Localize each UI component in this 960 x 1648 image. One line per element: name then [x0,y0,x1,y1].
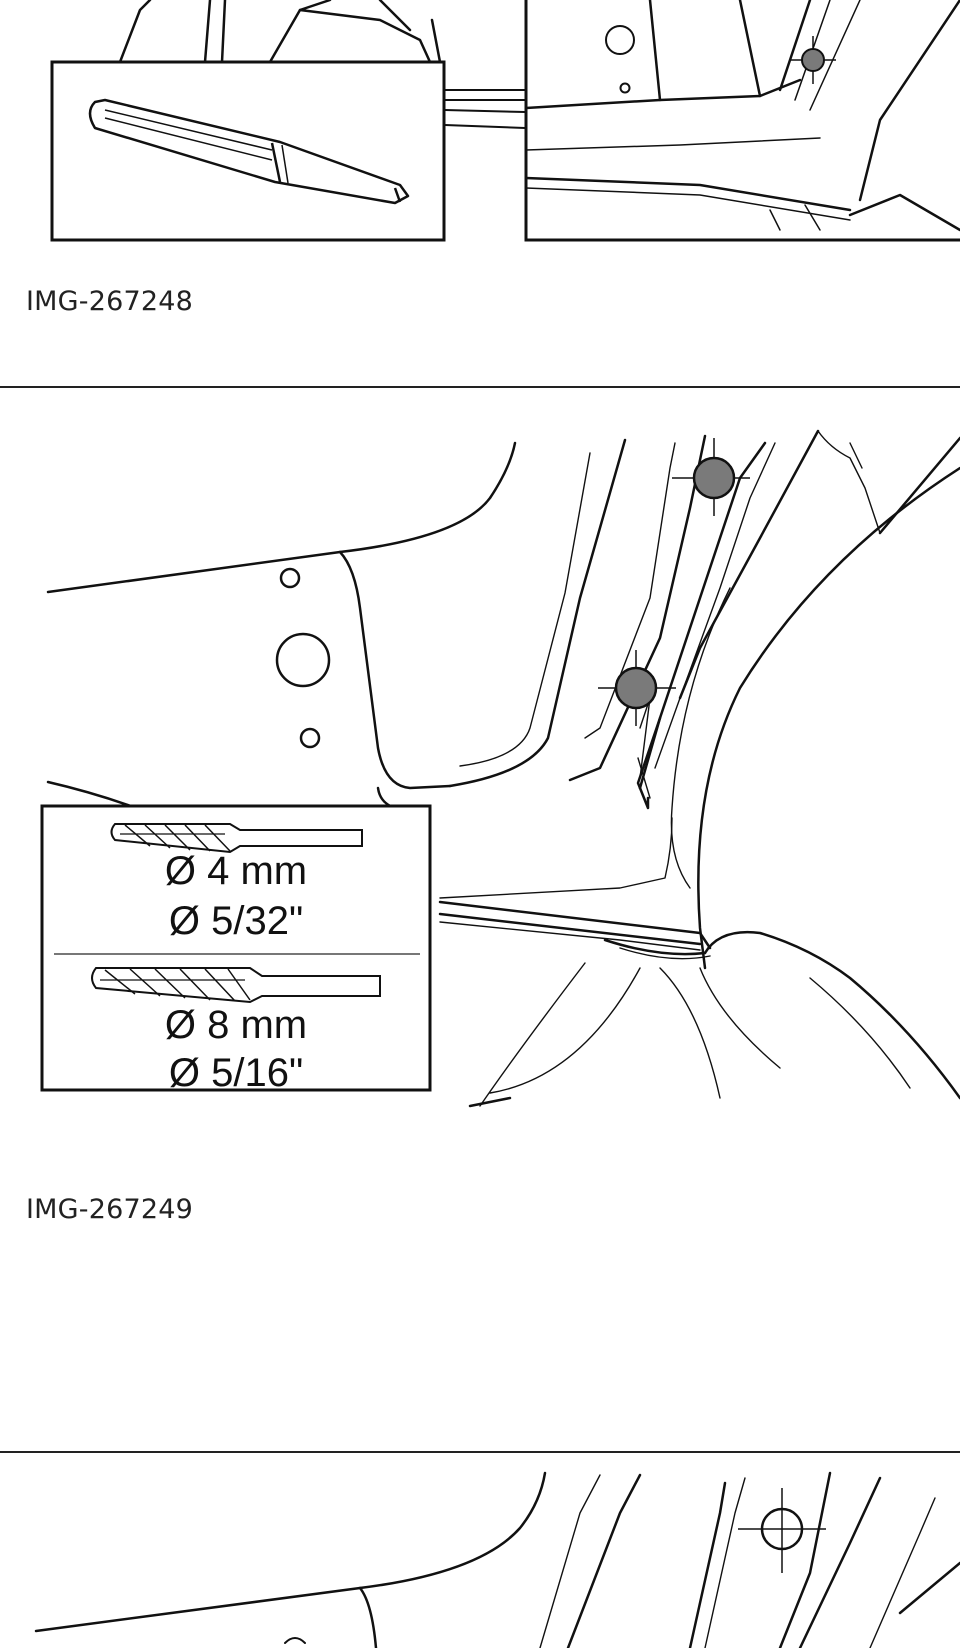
figure-2: Ø 4 mm Ø 5/32" Ø 8 mm Ø 5/16" IMG-267249 [0,388,960,1451]
figure-1: IMG-267248 [0,0,960,386]
spot-weld-marker-icon [598,650,676,726]
spot-weld-marker-icon [672,438,750,516]
drill-bit-icon [110,823,363,854]
crosshair-target-icon [738,1488,826,1573]
figure-1-illustration [50,0,960,242]
figure-3-illustration [34,1471,960,1648]
section-divider [0,1451,960,1453]
drill-small-imperial: Ø 5/32" [169,899,303,943]
figure-caption: IMG-267248 [26,286,193,317]
drill-small-metric: Ø 4 mm [165,849,307,893]
drill-large-metric: Ø 8 mm [165,1003,307,1047]
figure-3 [0,1453,960,1648]
section-divider [0,386,960,388]
figure-caption: IMG-267249 [26,1194,193,1225]
drill-large-imperial: Ø 5/16" [169,1051,303,1095]
figure-2-illustration: Ø 4 mm Ø 5/32" Ø 8 mm Ø 5/16" [40,429,960,1108]
drill-size-inset: Ø 4 mm Ø 5/32" Ø 8 mm Ø 5/16" [40,804,432,1095]
punch-tool-icon [88,98,410,205]
spot-weld-marker-icon [790,36,836,84]
drill-bit-icon [91,967,381,1004]
